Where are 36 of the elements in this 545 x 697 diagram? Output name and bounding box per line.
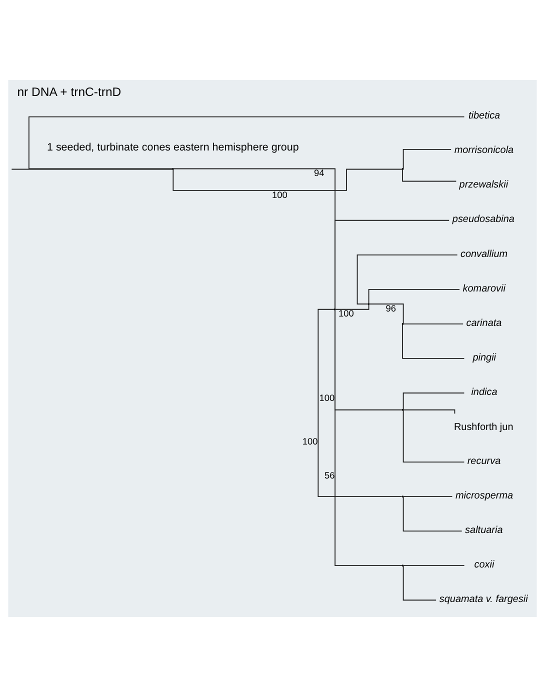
node-point bbox=[402, 323, 404, 325]
edge-label: 100 bbox=[272, 190, 288, 200]
node-text: przewalskii bbox=[459, 180, 508, 191]
node-point bbox=[402, 496, 404, 498]
edge-label: 96 bbox=[386, 303, 396, 314]
node-point bbox=[402, 564, 404, 567]
node-text: recurva bbox=[467, 456, 501, 467]
edge-label: 100 bbox=[338, 308, 354, 319]
connector bbox=[368, 288, 460, 304]
edge-label: 94 bbox=[314, 168, 324, 178]
node-text: coxii bbox=[474, 559, 494, 570]
node-point bbox=[402, 168, 404, 170]
label: 1 seeded, turbinate cones eastern hemisphere group bbox=[47, 141, 299, 154]
node-point bbox=[368, 303, 370, 305]
node-text: microsperma bbox=[455, 490, 514, 502]
connector bbox=[403, 565, 465, 566]
node-point bbox=[402, 408, 404, 411]
node-text: squamata v. fargesii bbox=[439, 594, 528, 605]
node-text: carinata bbox=[466, 318, 502, 329]
node-text: convallium bbox=[460, 248, 508, 260]
node-text: pingii bbox=[472, 352, 496, 364]
diagram-title: nr DNA + trnC-trnD bbox=[17, 84, 122, 99]
edge-label: 100 bbox=[302, 436, 318, 446]
node-text: saltuaria bbox=[465, 524, 503, 536]
node-text: morrisonicola bbox=[454, 145, 514, 156]
connector bbox=[356, 254, 458, 304]
connector bbox=[403, 496, 453, 498]
node-point bbox=[334, 308, 336, 310]
node-text: tibetica bbox=[468, 110, 500, 122]
edge-label: 100 bbox=[319, 392, 335, 403]
node-text: pseudosabina bbox=[452, 214, 515, 226]
node-text: komarovii bbox=[462, 283, 506, 294]
edge-label: 56 bbox=[324, 470, 335, 481]
node-text: indica bbox=[471, 386, 498, 398]
node-text: Rushforth jun bbox=[454, 422, 514, 434]
node-point bbox=[172, 168, 174, 170]
